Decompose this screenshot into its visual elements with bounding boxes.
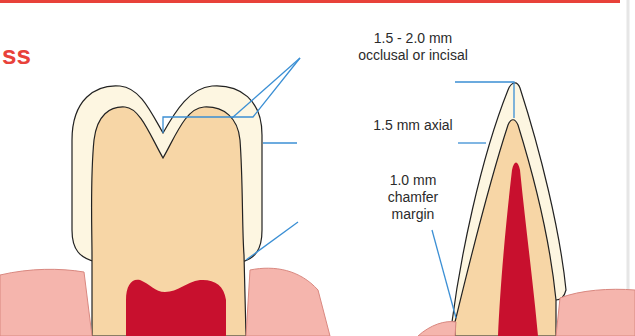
gum bbox=[556, 289, 635, 336]
dimension-label: 1.5 mm axial bbox=[373, 117, 452, 134]
leader-line bbox=[263, 142, 297, 143]
top-border bbox=[0, 0, 620, 3]
gum bbox=[0, 269, 92, 336]
leader-line bbox=[246, 222, 298, 260]
page-shadow bbox=[627, 0, 630, 336]
heading-fragment: ss bbox=[2, 40, 31, 70]
leader-line bbox=[455, 82, 514, 118]
molar-preparation bbox=[92, 107, 247, 336]
leader-line bbox=[163, 58, 300, 133]
leader-line bbox=[458, 142, 486, 143]
dimension-label: 1.0 mm chamfer margin bbox=[372, 172, 454, 223]
incisor-pulp bbox=[498, 163, 538, 336]
dimension-label: 1.5 - 2.0 mm occlusal or incisal bbox=[357, 30, 469, 64]
gum bbox=[246, 268, 330, 336]
gum bbox=[418, 322, 456, 336]
leader-line bbox=[232, 58, 300, 118]
molar-pulp bbox=[126, 280, 226, 336]
incisor-preparation bbox=[455, 120, 556, 336]
leader-line bbox=[432, 230, 456, 318]
